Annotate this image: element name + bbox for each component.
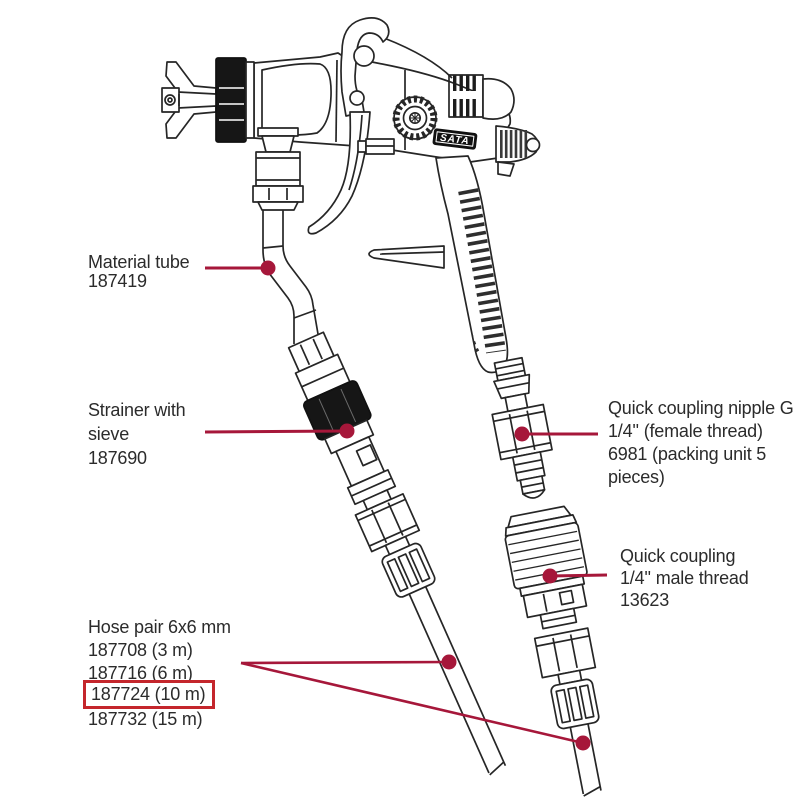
right-hose: [569, 723, 602, 797]
leader-dot: [260, 260, 276, 276]
leader-dot: [575, 735, 591, 751]
hook: [340, 17, 390, 117]
leader-line: [204, 429, 348, 434]
trigger: [307, 111, 371, 235]
sata-badge: SATA: [432, 128, 478, 150]
label-nipple-line2: 1/4'' (female thread): [608, 421, 763, 441]
air-coupling-chain: [491, 356, 602, 797]
handle: [435, 155, 509, 374]
quick-coupling-nipple-part: [491, 403, 553, 499]
label-material-tube-name: Material tube: [88, 252, 190, 272]
leader-line: [240, 660, 450, 665]
fan-control-knob: [448, 74, 515, 120]
material-knob: [495, 125, 541, 177]
left-hose: [408, 586, 507, 776]
air-cap: [161, 61, 217, 139]
leader-dot: [542, 568, 558, 584]
label-coupling-line1: Quick coupling: [620, 546, 736, 566]
label-nipple-line1: Quick coupling nipple G: [608, 398, 794, 418]
label-coupling-number: 13623: [620, 590, 670, 610]
label-material-tube-number: 187419: [88, 271, 147, 291]
brand-text: SATA: [439, 133, 470, 148]
strainer-and-hose-chain: [287, 331, 507, 776]
label-nipple-line3: 6981 (packing unit 5: [608, 444, 767, 464]
label-strainer-number: 187690: [88, 448, 147, 468]
label-coupling-line2: 1/4'' male thread: [620, 568, 749, 588]
leader-dot: [339, 423, 355, 439]
leader-line: [240, 661, 584, 745]
label-hose-pair-title: Hose pair 6x6 mm: [88, 617, 231, 637]
label-nipple-line4: pieces): [608, 467, 665, 487]
leader-dot: [514, 426, 530, 442]
label-strainer-line1: Strainer with: [88, 400, 186, 420]
label-hose-option-3m: 187708 (3 m): [88, 640, 193, 660]
label-hose-option-10m-highlighted: 187724 (10 m): [83, 680, 216, 709]
label-strainer-line2: sieve: [88, 424, 130, 444]
air-micrometer-knob: [392, 95, 438, 141]
leader-line: [549, 573, 608, 578]
needle-rod: [357, 138, 395, 155]
nozzle-ring: [215, 57, 255, 143]
label-hose-option-6m: 187716 (6 m): [88, 663, 193, 683]
leader-lines: [204, 260, 608, 751]
leader-dot: [441, 654, 457, 670]
quick-coupling-part: [504, 505, 588, 630]
label-hose-option-15m: 187732 (15 m): [88, 709, 203, 729]
gun-spur: [368, 245, 445, 269]
material-tube-part: [252, 127, 319, 344]
